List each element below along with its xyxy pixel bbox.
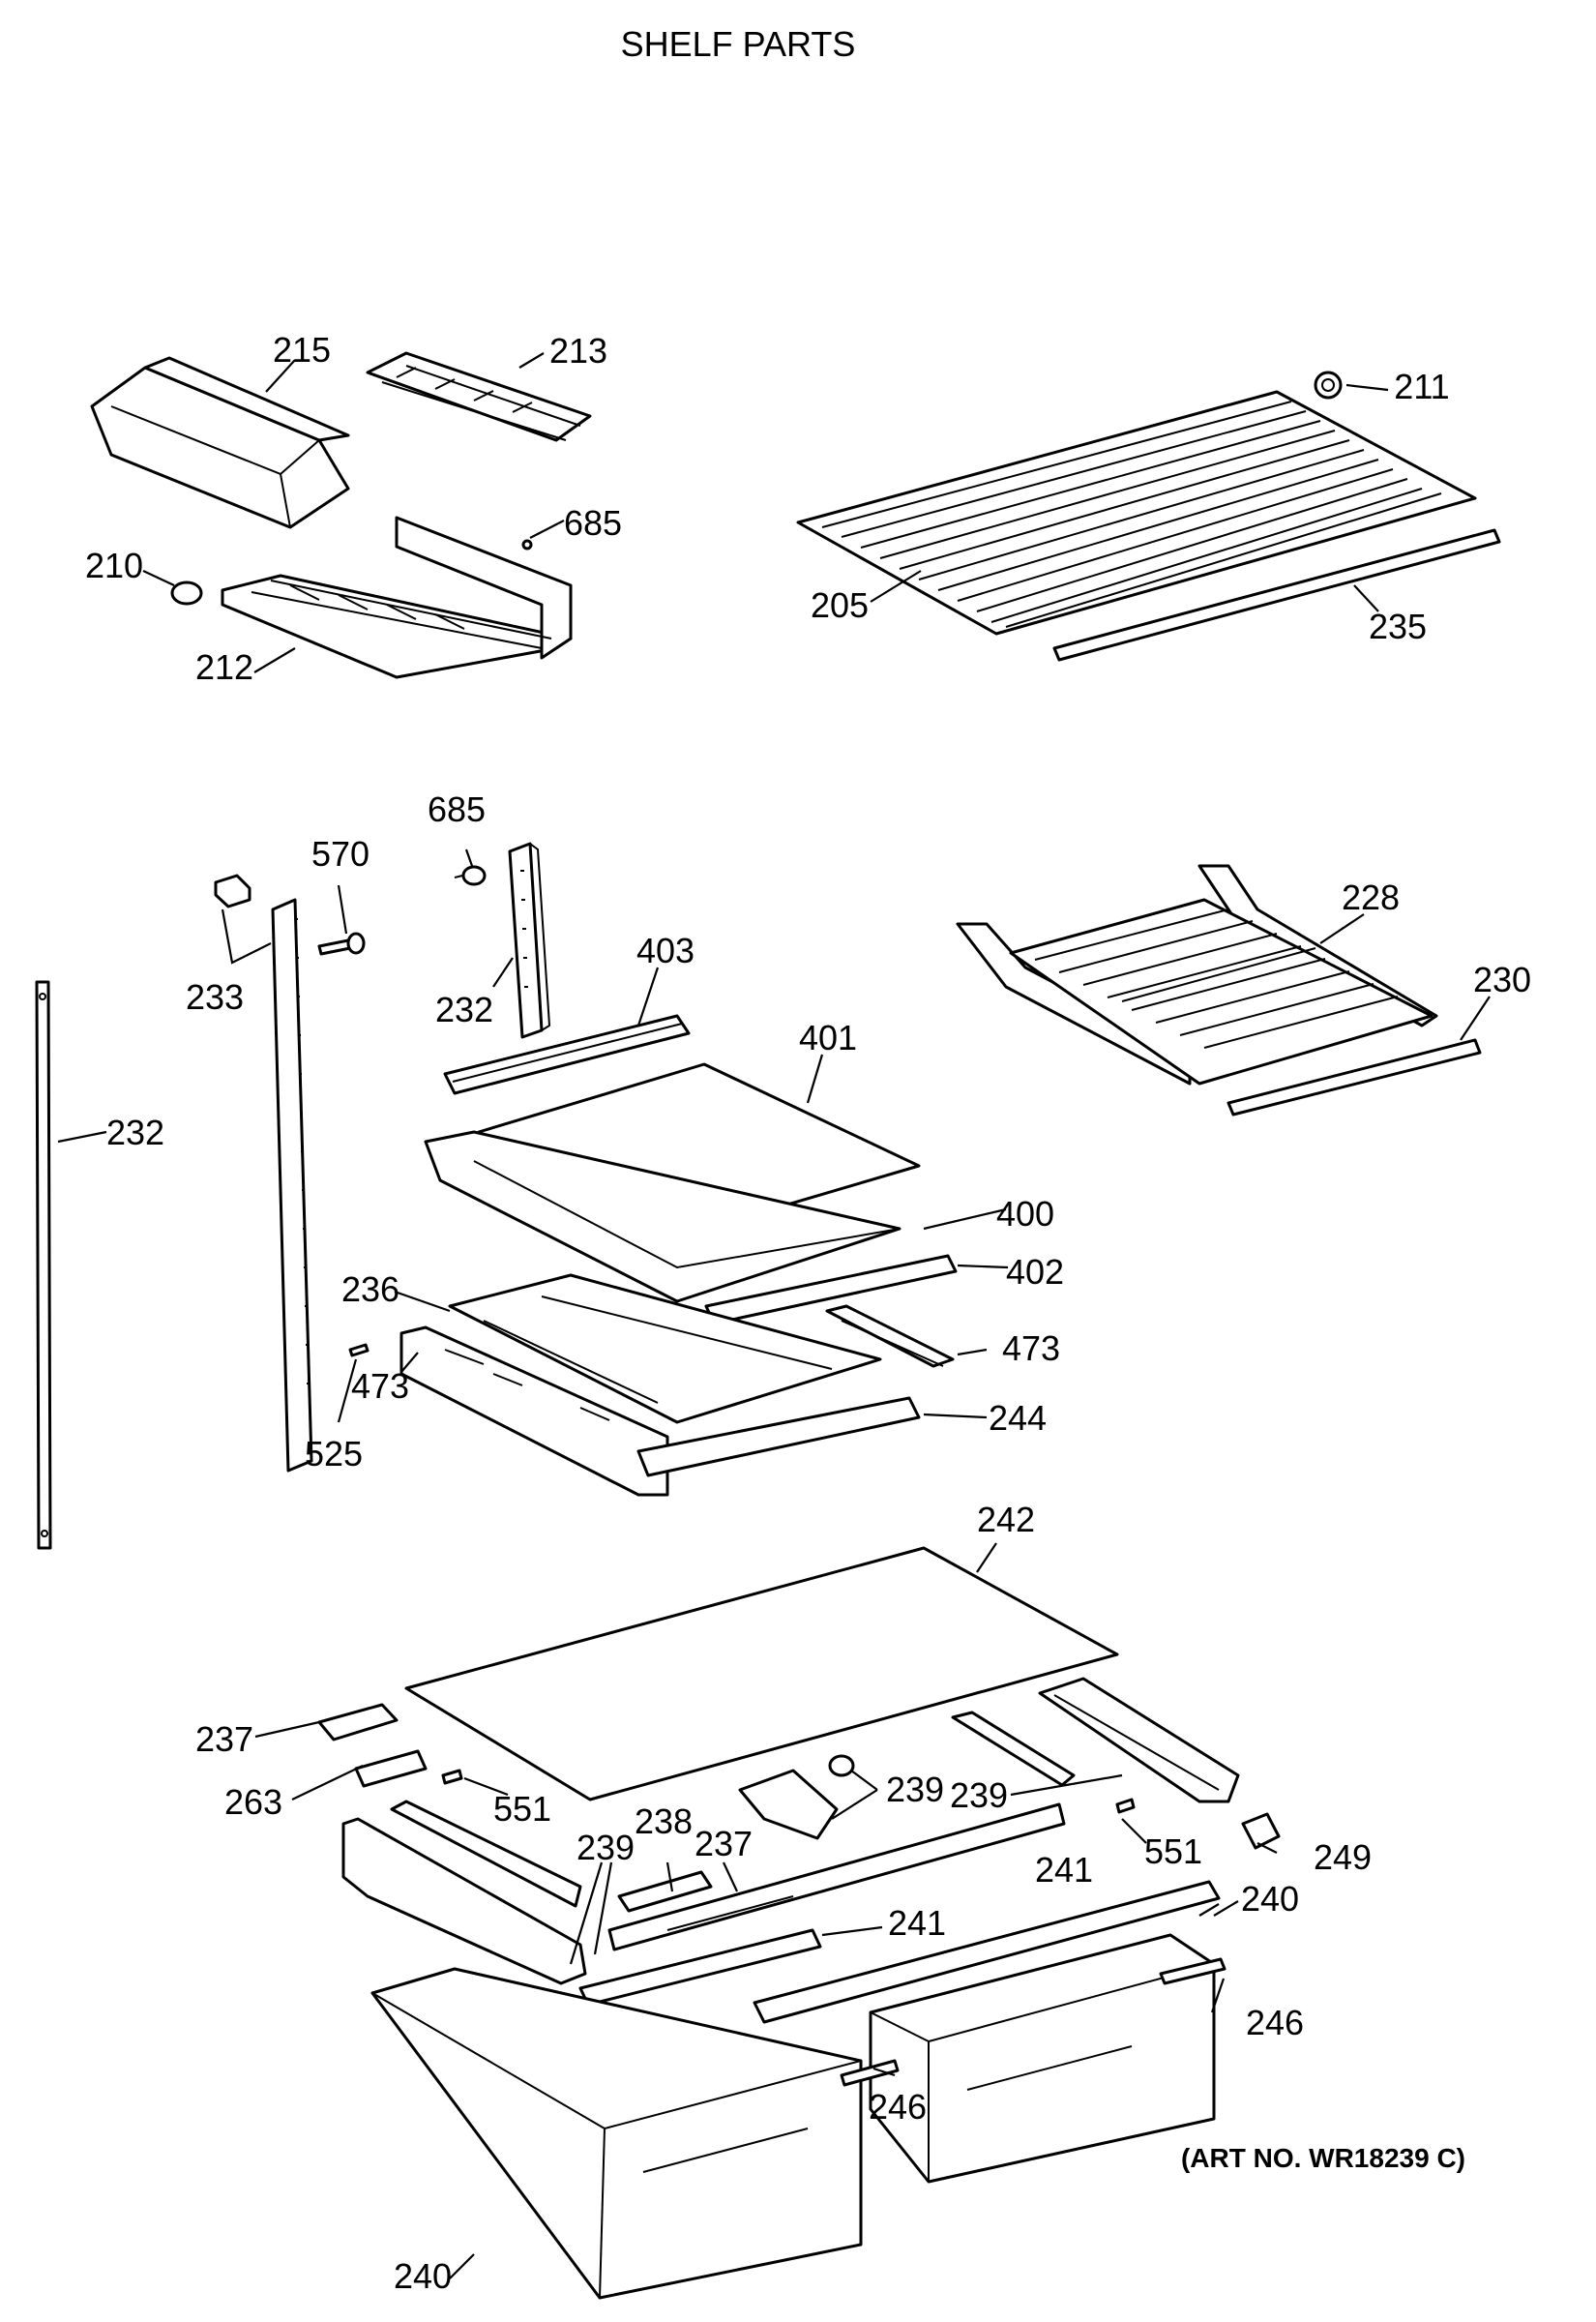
screw-551-right (1115, 1798, 1136, 1814)
butter-bin-215 (90, 356, 350, 529)
diagram-title: SHELF PARTS (621, 24, 856, 64)
callout-241-right: 241 (1035, 1850, 1093, 1890)
rail-241-right (753, 1880, 1221, 2024)
callout-237-left: 237 (195, 1719, 253, 1759)
callout-239-hinge: 239 (886, 1770, 944, 1809)
callout-239-left: 239 (576, 1828, 635, 1867)
clip-233 (214, 874, 251, 908)
wire-shelf-228 (956, 864, 1438, 1086)
callout-238: 238 (635, 1801, 693, 1841)
callout-685-mid: 685 (428, 789, 486, 829)
slide-239-mid (951, 1711, 1076, 1787)
callout-213: 213 (549, 331, 607, 371)
callout-205: 205 (811, 585, 869, 625)
callout-246-right: 246 (1246, 2003, 1304, 2042)
screw-551-left (441, 1769, 463, 1785)
callout-240-right: 240 (1241, 1879, 1299, 1919)
right-rail-239 (1038, 1677, 1240, 1803)
callout-239-slide: 239 (950, 1775, 1008, 1815)
callout-labels: 215 213 211 685 210 205 235 212 685 570 … (85, 330, 1531, 2296)
callout-551-left: 551 (493, 1789, 551, 1829)
callout-400: 400 (996, 1194, 1054, 1234)
art-number: (ART NO. WR18239 C) (1181, 2143, 1465, 2173)
leader-lines (57, 352, 1491, 2279)
shelf-frame-400 (424, 1130, 901, 1303)
drawer-frame-244 (399, 1325, 921, 1497)
callout-228: 228 (1342, 878, 1400, 917)
trim-263 (354, 1749, 428, 1788)
callout-240-left: 240 (394, 2256, 452, 2296)
clip-249 (1241, 1812, 1281, 1850)
glass-cover-242 (404, 1546, 1119, 1801)
shelf-trim-235 (1052, 528, 1501, 662)
callout-236: 236 (341, 1269, 399, 1309)
callout-473-right: 473 (1002, 1328, 1060, 1368)
callout-551-right: 551 (1144, 1831, 1202, 1871)
callout-473-left: 473 (351, 1366, 409, 1406)
callout-237-center: 237 (695, 1824, 753, 1863)
callout-249: 249 (1314, 1837, 1372, 1877)
callout-263: 263 (224, 1782, 282, 1822)
screw-525 (348, 1343, 369, 1357)
callout-212: 212 (195, 647, 253, 687)
callout-685-top: 685 (564, 503, 622, 543)
trim-403 (443, 1014, 691, 1095)
crisper-drawer-240-right (869, 1933, 1216, 2184)
screw-685-top (521, 539, 533, 551)
slide-473 (825, 1304, 955, 1368)
handle-246-right (1159, 1957, 1227, 1985)
trim-230 (1227, 1038, 1482, 1116)
knob-211 (1314, 371, 1343, 400)
callout-402: 402 (1006, 1252, 1064, 1292)
drawer-cover-236 (448, 1273, 882, 1424)
bracket-237-center (607, 1802, 1066, 1951)
shelf-ladder-232-left (35, 980, 52, 1550)
callout-215: 215 (273, 330, 331, 370)
callout-525: 525 (305, 1434, 363, 1474)
callout-244: 244 (989, 1398, 1047, 1438)
crisper-drawer-240-left (370, 1967, 863, 2300)
egg-tray-213 (366, 351, 592, 442)
bracket-238 (617, 1870, 713, 1913)
callout-210: 210 (85, 546, 143, 585)
callout-232-left: 232 (106, 1113, 164, 1152)
left-rail-239 (341, 1800, 587, 1985)
door-shelf-212 (221, 516, 573, 679)
hinge-239 (738, 1754, 855, 1840)
callout-230: 230 (1473, 960, 1531, 999)
shelf-ladder-233 (271, 898, 313, 1473)
screw-570 (317, 932, 366, 956)
callout-241-left: 241 (888, 1903, 946, 1943)
callout-232-mid: 232 (435, 990, 493, 1029)
callout-235: 235 (1369, 607, 1427, 646)
callout-570: 570 (311, 834, 369, 874)
stud-210 (170, 580, 203, 606)
screw-685-mid (454, 865, 487, 886)
callout-403: 403 (636, 931, 695, 970)
shelf-ladder-232-mid (508, 842, 551, 1039)
bracket-237-left (317, 1703, 399, 1742)
callout-211: 211 (1394, 367, 1449, 406)
callout-233: 233 (186, 977, 244, 1017)
callout-242: 242 (977, 1500, 1035, 1539)
wire-shelf-205 (796, 390, 1477, 636)
callout-246-left: 246 (869, 2087, 927, 2127)
handle-246-left (840, 2059, 900, 2087)
callout-401: 401 (799, 1018, 857, 1057)
